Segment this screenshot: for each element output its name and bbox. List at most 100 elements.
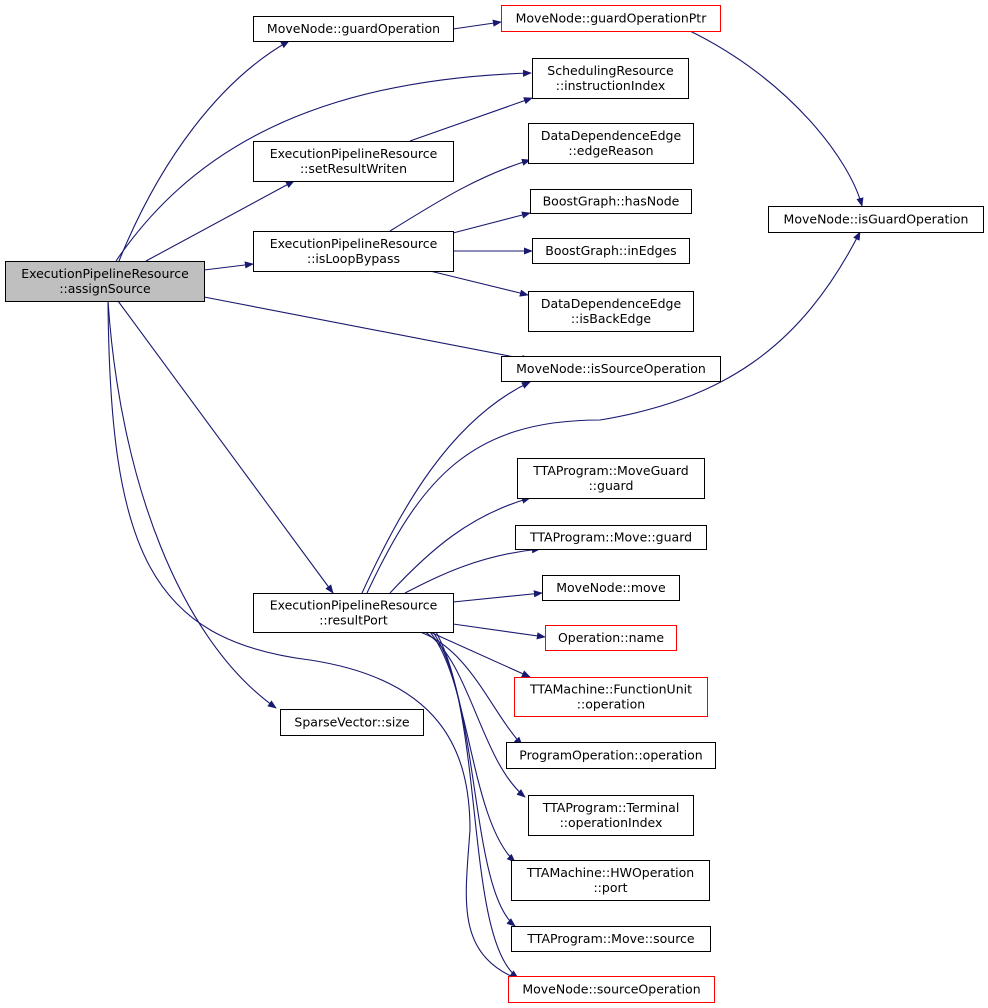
node-label: SchedulingResource <box>547 63 674 78</box>
edge-isLoopBypass-to-hasNode <box>452 211 531 234</box>
node-box <box>530 189 692 214</box>
node-label: ::isLoopBypass <box>307 251 400 266</box>
node-programOperation[interactable]: ProgramOperation::operation <box>506 742 716 769</box>
edge-guardOperation-to-guardOperationPtr <box>452 19 502 30</box>
node-box <box>515 525 707 550</box>
edge-resultPort-to-operationIndex <box>424 631 526 798</box>
node-box <box>501 356 721 382</box>
node-label: MoveNode::isGuardOperation <box>784 212 969 227</box>
node-label: MoveNode::sourceOperation <box>522 982 700 997</box>
edge-resultPort-to-fuOperation <box>429 631 531 678</box>
node-label: TTAProgram::Move::source <box>526 931 695 946</box>
node-box <box>528 291 694 332</box>
node-label: ::setResultWriten <box>300 161 407 176</box>
node-moveNodeMove[interactable]: MoveNode::move <box>542 575 680 601</box>
node-root[interactable]: ExecutionPipelineResource::assignSource <box>5 261 205 302</box>
edge-resultPort-to-isGuardOperation <box>366 231 861 594</box>
node-label: BoostGraph::inEdges <box>545 243 676 258</box>
node-label: ::resultPort <box>319 613 388 628</box>
node-box <box>545 625 677 651</box>
node-setResultWriten[interactable]: ExecutionPipelineResource::setResultWrit… <box>253 141 454 182</box>
edge-resultPort-to-isSourceOperation <box>361 381 531 594</box>
node-box <box>5 261 205 302</box>
node-label: DataDependenceEdge <box>541 128 682 143</box>
node-isBackEdge[interactable]: DataDependenceEdge::isBackEdge <box>528 291 694 332</box>
node-label: ::operationIndex <box>560 815 663 830</box>
node-box <box>514 677 708 717</box>
edge-resultPort-to-hwPort <box>429 631 516 863</box>
nodes-layer: ExecutionPipelineResource::assignSourceM… <box>5 5 984 1003</box>
edge-resultPort-to-programOperation <box>419 631 523 746</box>
node-box <box>253 593 454 633</box>
edges-layer <box>107 19 864 981</box>
node-box <box>542 575 680 601</box>
node-label: ::isBackEdge <box>571 311 652 326</box>
edge-setResultWriten-to-instructionIndex <box>409 97 533 142</box>
node-box <box>768 206 984 233</box>
edge-isLoopBypass-to-isBackEdge <box>429 270 529 297</box>
node-box <box>528 795 694 836</box>
node-edgeReason[interactable]: DataDependenceEdge::edgeReason <box>528 123 694 164</box>
node-guardOperation[interactable]: MoveNode::guardOperation <box>253 16 454 42</box>
node-resultPort[interactable]: ExecutionPipelineResource::resultPort <box>253 593 454 633</box>
node-label: TTAProgram::Terminal <box>542 800 680 815</box>
node-isSourceOperation[interactable]: MoveNode::isSourceOperation <box>501 356 721 382</box>
node-label: ::assignSource <box>59 281 151 296</box>
node-isLoopBypass[interactable]: ExecutionPipelineResource::isLoopBypass <box>253 231 454 272</box>
node-label: MoveNode::guardOperationPtr <box>516 11 708 26</box>
edge-guardOperationPtr-to-isGuardOperation <box>689 30 864 207</box>
node-operationName[interactable]: Operation::name <box>545 625 677 651</box>
node-isGuardOperation[interactable]: MoveNode::isGuardOperation <box>768 206 984 233</box>
node-label: ProgramOperation::operation <box>519 748 702 763</box>
node-label: DataDependenceEdge <box>541 296 682 311</box>
node-moveGuard[interactable]: TTAProgram::Move::guard <box>515 525 707 550</box>
edge-resultPort-to-moveNodeMove <box>452 590 543 603</box>
edge-resultPort-to-operationName <box>452 623 546 640</box>
edge-root-to-sparseSize <box>107 300 277 709</box>
node-label: ::edgeReason <box>568 143 653 158</box>
node-box <box>508 976 715 1003</box>
edge-root-to-isLoopBypass <box>203 261 254 271</box>
node-box <box>253 231 454 272</box>
node-inEdges[interactable]: BoostGraph::inEdges <box>532 238 690 264</box>
edge-isLoopBypass-to-edgeReason <box>389 158 531 232</box>
edge-resultPort-to-moveSource <box>432 631 516 927</box>
node-box <box>532 238 690 264</box>
node-label: MoveNode::isSourceOperation <box>516 361 706 376</box>
node-label: ::port <box>593 880 627 895</box>
node-operationIndex[interactable]: TTAProgram::Terminal::operationIndex <box>528 795 694 836</box>
node-box <box>280 709 424 736</box>
edge-root-to-instructionIndex <box>115 69 532 262</box>
node-box <box>528 123 694 164</box>
node-label: MoveNode::guardOperation <box>267 21 440 36</box>
node-label: TTAMachine::FunctionUnit <box>529 682 692 697</box>
node-moveSource[interactable]: TTAProgram::Move::source <box>511 926 711 952</box>
node-label: Operation::name <box>558 630 664 645</box>
node-sparseSize[interactable]: SparseVector::size <box>280 709 424 736</box>
node-box <box>253 16 454 42</box>
node-box <box>501 5 721 32</box>
node-label: ExecutionPipelineResource <box>270 236 438 251</box>
node-label: ::operation <box>577 697 645 712</box>
node-hasNode[interactable]: BoostGraph::hasNode <box>530 189 692 214</box>
node-label: BoostGraph::hasNode <box>543 194 680 209</box>
edge-root-to-setResultWriten <box>145 180 295 262</box>
node-label: SparseVector::size <box>294 715 409 730</box>
edge-root-to-sourceOperation <box>107 300 521 981</box>
node-box <box>517 458 705 499</box>
node-instructionIndex[interactable]: SchedulingResource::instructionIndex <box>532 58 689 99</box>
edge-root-to-guardOperation <box>118 40 290 262</box>
node-sourceOperation[interactable]: MoveNode::sourceOperation <box>508 976 715 1003</box>
node-guardOperationPtr[interactable]: MoveNode::guardOperationPtr <box>501 5 721 32</box>
node-box <box>511 926 711 952</box>
node-label: TTAProgram::Move::guard <box>529 530 692 545</box>
node-hwPort[interactable]: TTAMachine::HWOperation::port <box>511 860 710 901</box>
edge-root-to-isSourceOperation <box>203 296 531 362</box>
node-label: ExecutionPipelineResource <box>270 598 438 613</box>
node-label: TTAMachine::HWOperation <box>526 865 694 880</box>
node-box <box>253 141 454 182</box>
node-fuOperation[interactable]: TTAMachine::FunctionUnit::operation <box>514 677 708 717</box>
node-label: TTAProgram::MoveGuard <box>532 463 688 478</box>
node-moveGuardGuard[interactable]: TTAProgram::MoveGuard::guard <box>517 458 705 499</box>
